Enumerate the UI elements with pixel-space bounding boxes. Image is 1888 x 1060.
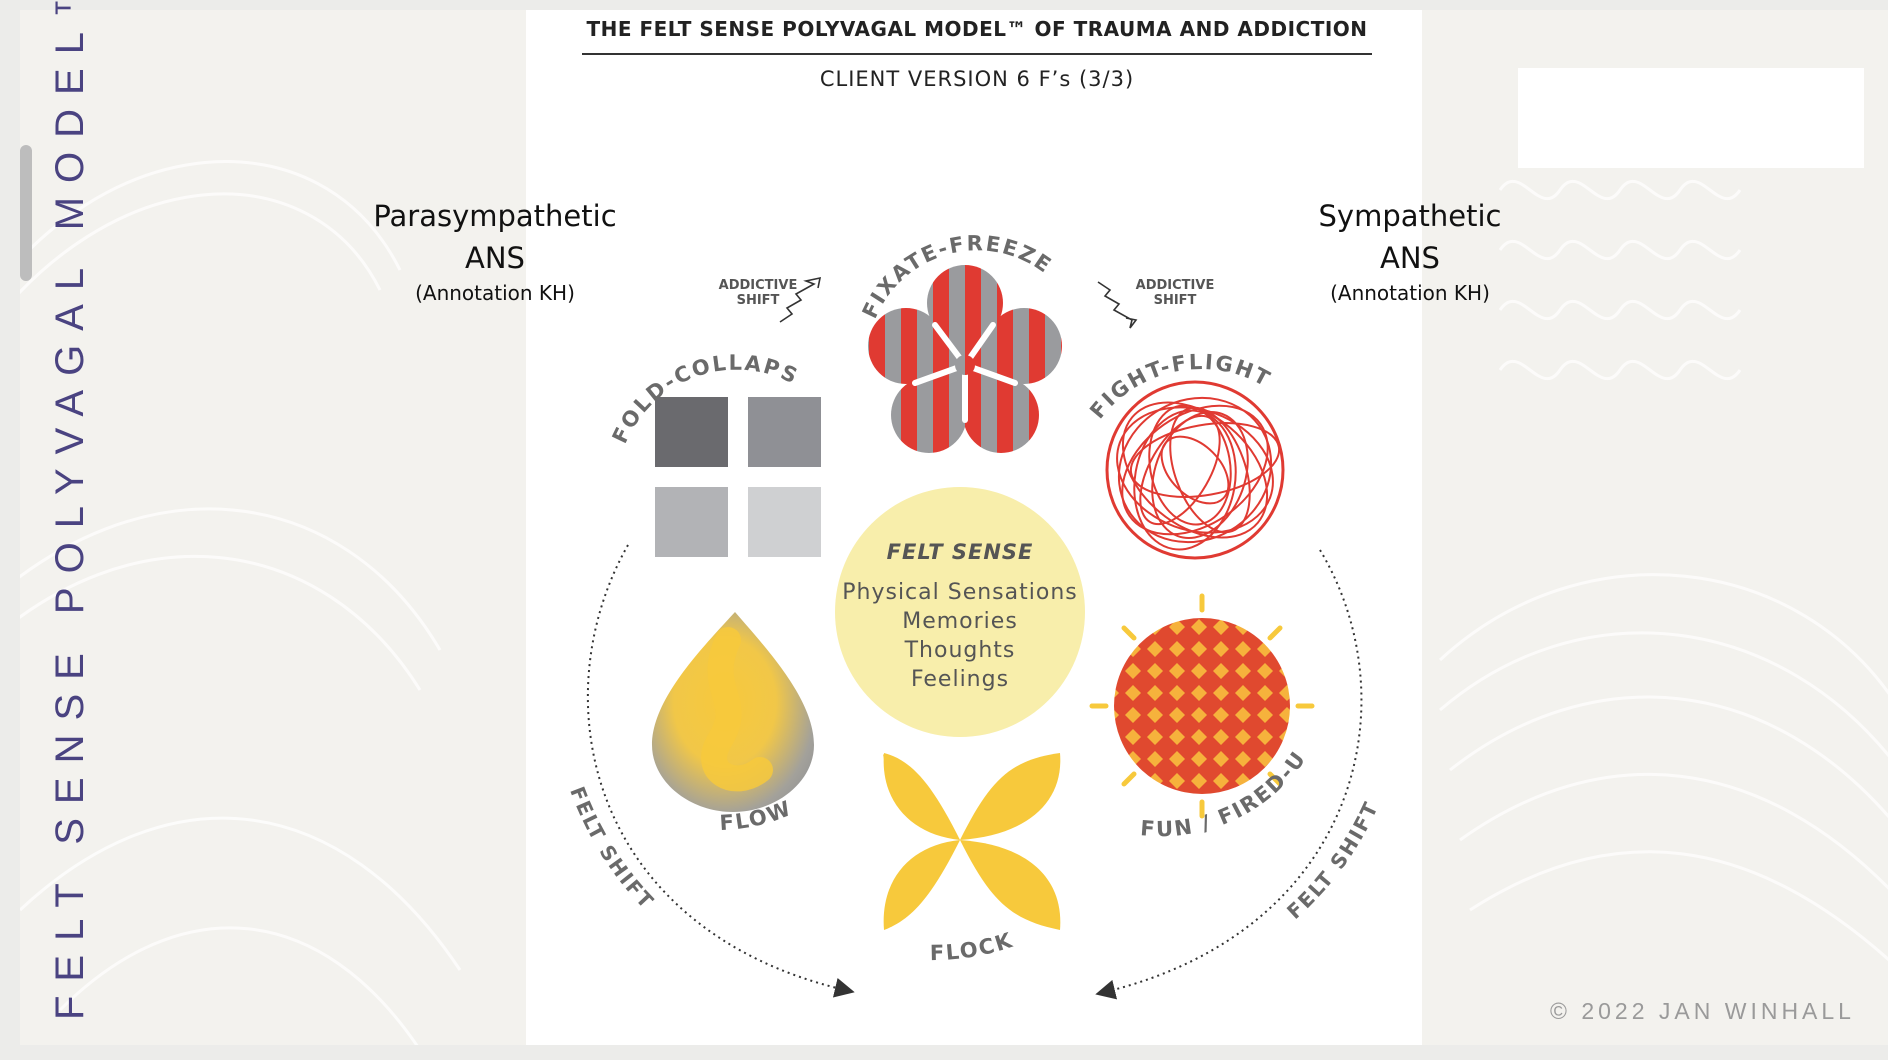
sympathetic-line2: ANS — [1380, 241, 1440, 275]
sympathetic-label: Sympathetic ANS (Annotation KH) — [1280, 195, 1540, 307]
parasympathetic-line2: ANS — [465, 241, 525, 275]
felt-shift-left-text: FELT SHIFT — [565, 783, 657, 914]
scrollbar[interactable] — [20, 145, 32, 281]
fold-collapse-squares — [655, 397, 821, 557]
addictive-shift-left-line1: ADDICTIVE — [719, 278, 798, 293]
subtitle: CLIENT VERSION 6 F’s (3/3) — [819, 67, 1135, 91]
felt-sense-title: FELT SENSE — [886, 540, 1034, 564]
felt-sense-line-4: Feelings — [910, 667, 1010, 692]
felt-sense-line-1: Physical Sensations — [842, 580, 1078, 605]
felt-sense-text: FELT SENSE Physical Sensations Memories … — [840, 540, 1080, 694]
flock-petals — [883, 753, 1061, 930]
felt-sense-line-3: Thoughts — [904, 638, 1016, 663]
felt-shift-right-arc — [1095, 549, 1363, 1000]
flow-drop-swirl — [701, 627, 773, 792]
fun-fired-up-sun — [1089, 593, 1315, 819]
fold-collapse-text: FOLD-COLLAPSE — [0, 0, 801, 447]
sympathetic-line1: Sympathetic — [1318, 199, 1502, 233]
fold-collapse-label: FOLD-COLLAPSE — [0, 0, 803, 447]
fixate-freeze-flower — [868, 265, 1062, 453]
felt-shift-left-label: FELT SHIFT — [565, 783, 659, 914]
flock-label: FLOCK — [930, 928, 1017, 965]
addictive-shift-right-line2: SHIFT — [1154, 293, 1197, 308]
background-pattern — [20, 160, 1888, 1045]
felt-shift-right-label: FELT SHIFT — [1282, 797, 1383, 924]
sympathetic-line3: (Annotation KH) — [1330, 281, 1490, 305]
addictive-shift-left-line2: SHIFT — [737, 293, 780, 308]
parasympathetic-line1: Parasympathetic — [373, 199, 617, 233]
parasympathetic-label: Parasympathetic ANS (Annotation KH) — [355, 195, 635, 307]
parasympathetic-line3: (Annotation KH) — [415, 281, 575, 305]
blank-box — [1518, 68, 1864, 168]
fight-flight-scribble — [1105, 380, 1285, 560]
addictive-shift-right-line1: ADDICTIVE — [1136, 278, 1215, 293]
copyright: © 2022 JAN WINHALL — [1550, 998, 1855, 1024]
addictive-shift-right-arrow — [1097, 281, 1138, 329]
felt-shift-right-text: FELT SHIFT — [1282, 797, 1381, 924]
felt-sense-circle — [835, 487, 1085, 737]
main-title: THE FELT SENSE POLYVAGAL MODEL™ OF TRAUM… — [586, 17, 1368, 41]
flock-text: FLOCK — [930, 928, 1015, 965]
title-underline — [582, 53, 1372, 55]
felt-sense-line-2: Memories — [902, 609, 1018, 634]
addictive-shift-left-arrow — [779, 276, 822, 323]
